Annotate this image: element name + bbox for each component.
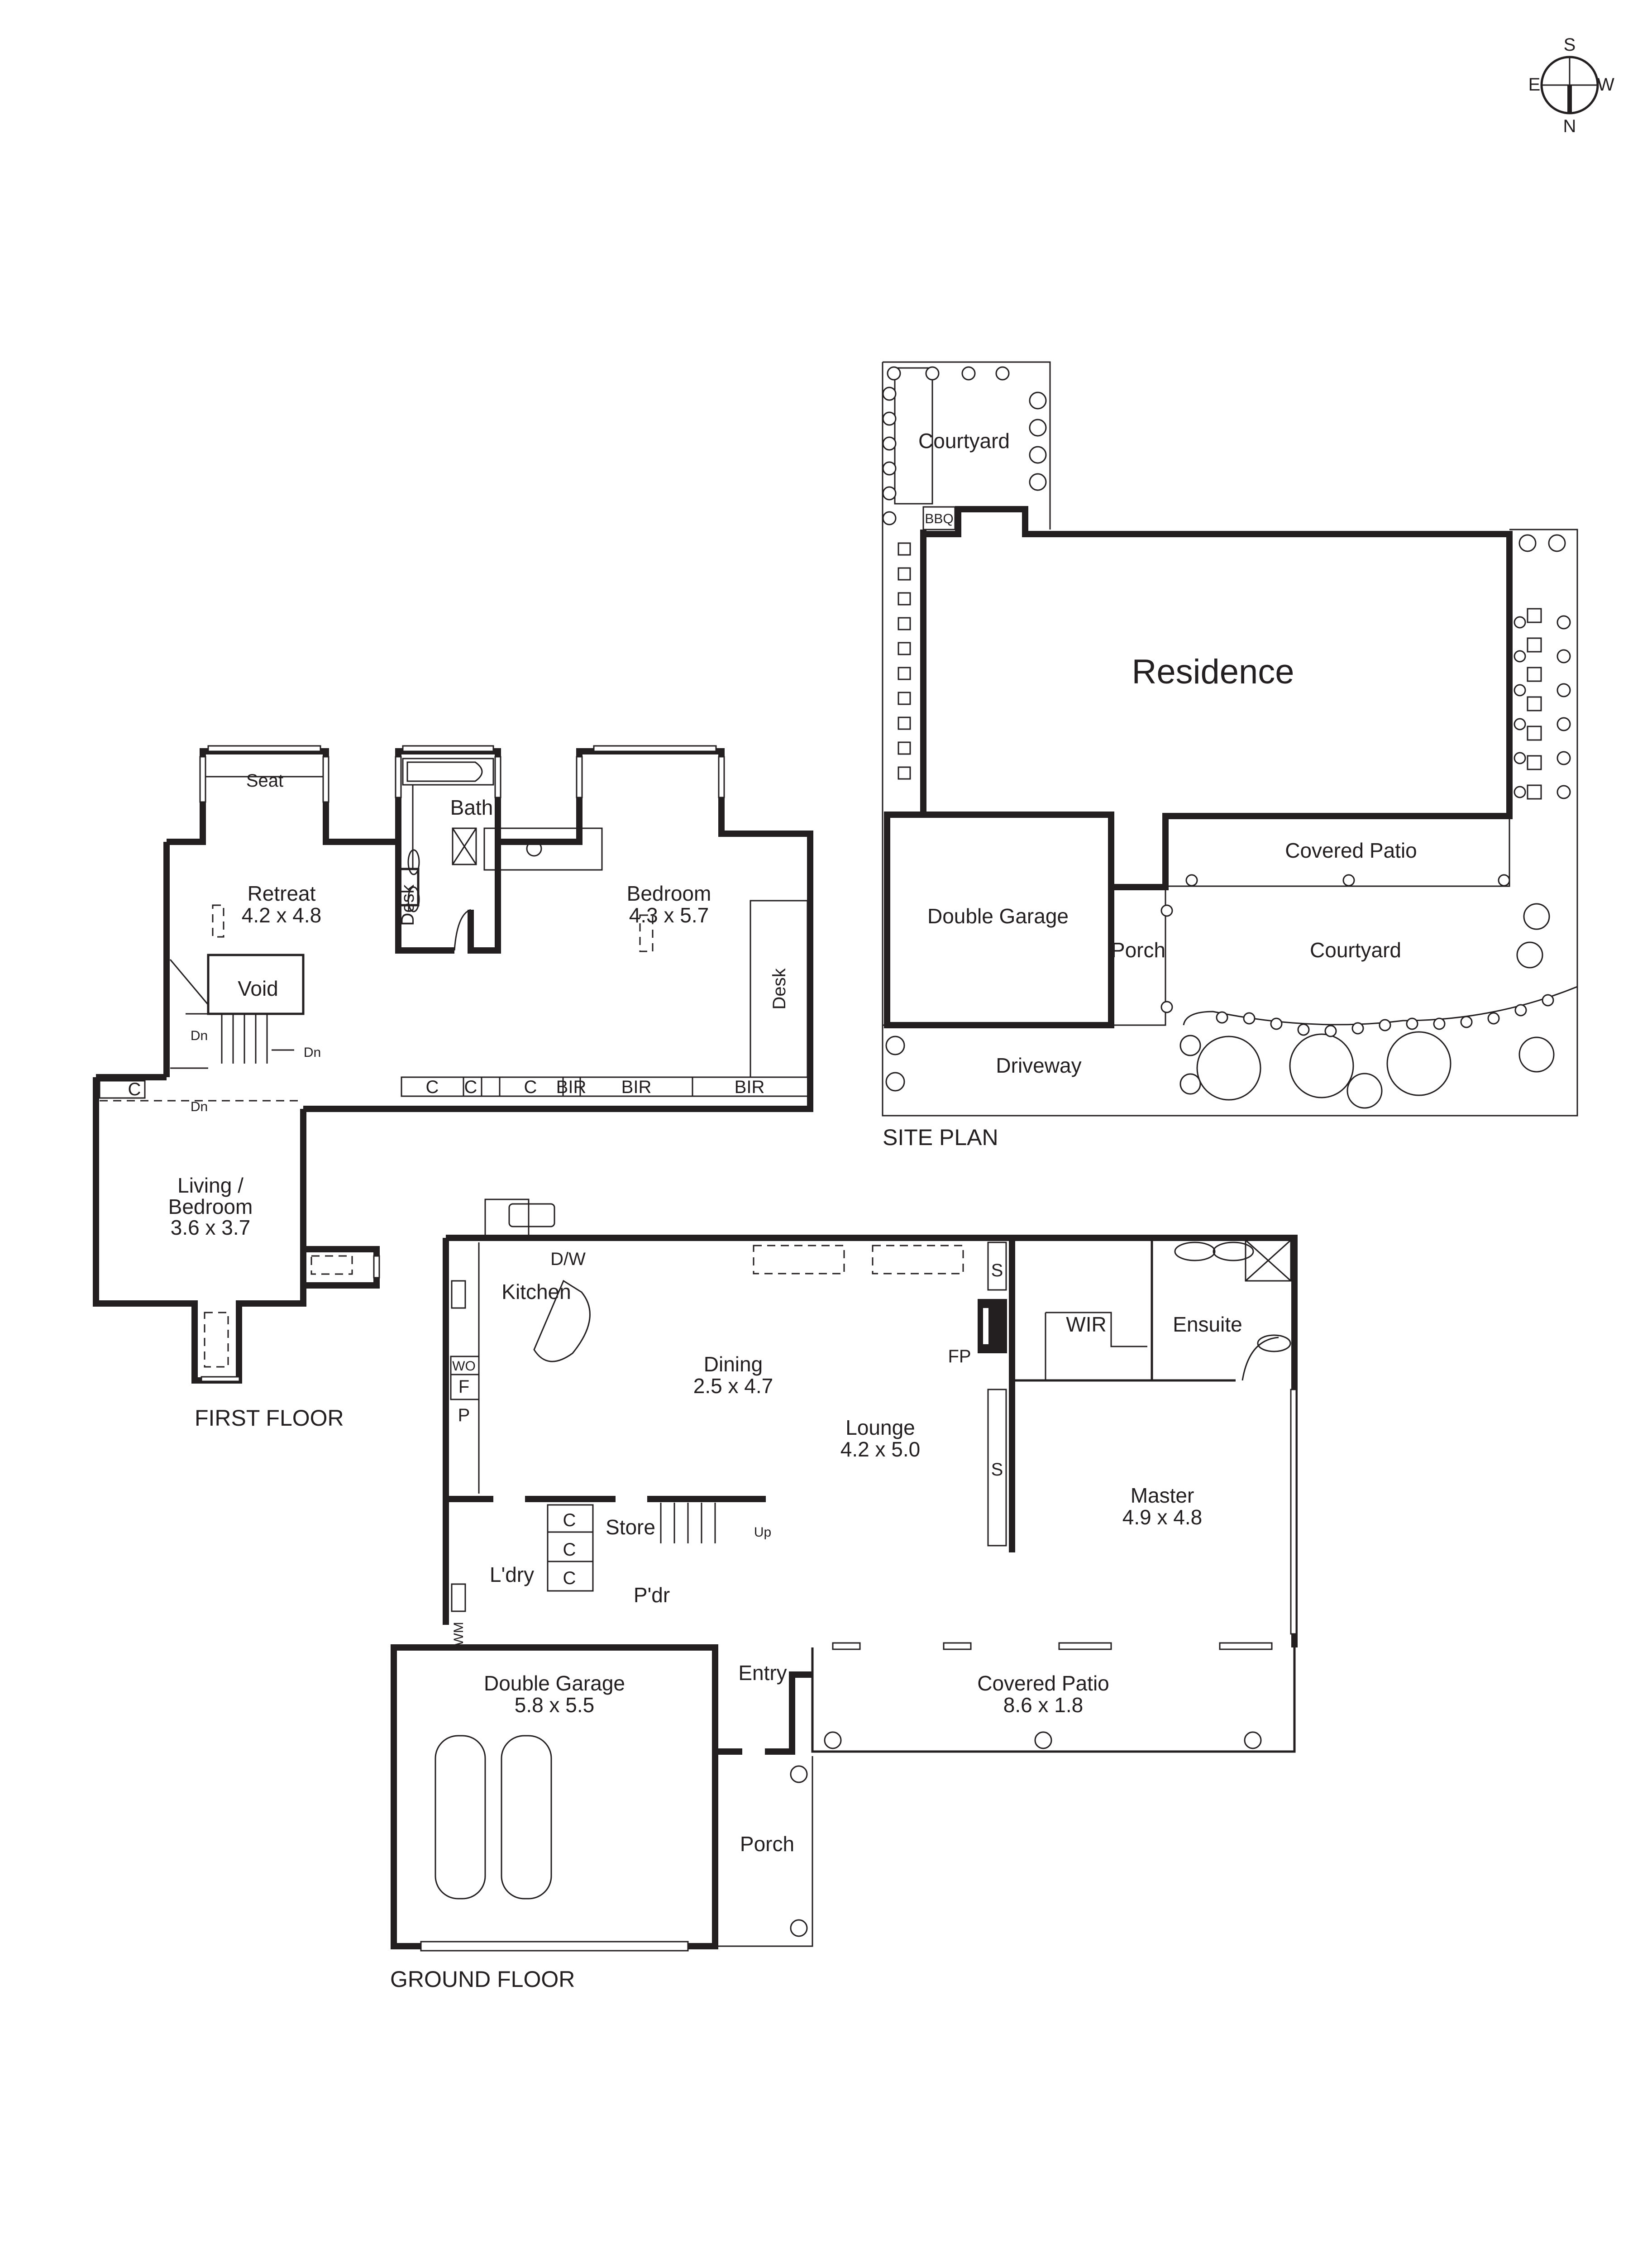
stairs-up: Up bbox=[660, 1503, 771, 1543]
kitchen-island bbox=[533, 1280, 591, 1362]
ground-floor-plan: D/W Kitchen WO F P Dining 2.5 x 4.7 Loun… bbox=[390, 1198, 1298, 1992]
room-label-bath: Bath bbox=[450, 796, 493, 819]
shrubs bbox=[882, 366, 1578, 1109]
toilet-icon bbox=[1257, 1334, 1291, 1352]
plant-icon bbox=[1034, 1731, 1052, 1749]
stairs-up-label: Up bbox=[754, 1525, 771, 1540]
room-label-laundry: L'dry bbox=[490, 1563, 534, 1586]
stairs: Dn Dn Dn bbox=[169, 959, 321, 1114]
section-title-first-floor: FIRST FLOOR bbox=[195, 1405, 344, 1431]
first-floor-plan: Seat Retreat 4.2 x 4.8 Bath Desk Bedroom… bbox=[93, 745, 813, 1431]
room-label-seat: Seat bbox=[246, 771, 283, 791]
room-dims-living-bedroom: 3.6 x 3.7 bbox=[171, 1216, 250, 1239]
room-dims-retreat: 4.2 x 4.8 bbox=[242, 903, 321, 927]
shelf-label: S bbox=[991, 1260, 1003, 1280]
site-label-porch: Porch bbox=[1111, 938, 1165, 962]
room-label-bedroom: Bedroom bbox=[627, 882, 711, 905]
compass-west: W bbox=[1597, 75, 1614, 95]
shelf-label: S bbox=[991, 1460, 1003, 1480]
shower-icon bbox=[483, 827, 603, 871]
site-plan: Courtyard BBQ Residence Covered Patio Do… bbox=[882, 361, 1578, 1150]
room-label-ensuite: Ensuite bbox=[1173, 1313, 1242, 1336]
room-dims-double-garage: 5.8 x 5.5 bbox=[515, 1693, 594, 1717]
svg-text:C: C bbox=[464, 1077, 477, 1097]
svg-text:C: C bbox=[563, 1510, 576, 1530]
room-label-wir: WIR bbox=[1066, 1313, 1106, 1336]
basin-icon bbox=[407, 849, 420, 875]
room-dims-lounge: 4.2 x 5.0 bbox=[840, 1437, 920, 1461]
room-label-living: Living / bbox=[177, 1174, 244, 1197]
stairs-down-label: Dn bbox=[304, 1045, 321, 1060]
sink-icon bbox=[508, 1203, 555, 1227]
room-label-entry: Entry bbox=[738, 1661, 787, 1685]
compass-rose-icon: S E W N bbox=[1528, 35, 1614, 136]
toilet-icon bbox=[526, 840, 542, 857]
pantry-label: P bbox=[458, 1405, 470, 1425]
car-icon bbox=[501, 1735, 552, 1900]
basin-icon bbox=[1213, 1241, 1254, 1261]
room-dims-covered-patio: 8.6 x 1.8 bbox=[1003, 1693, 1083, 1717]
site-label-courtyard-top: Courtyard bbox=[918, 429, 1010, 453]
window bbox=[207, 745, 321, 752]
svg-text:C: C bbox=[426, 1077, 439, 1097]
room-dims-dining: 2.5 x 4.7 bbox=[693, 1374, 773, 1398]
room-label-double-garage: Double Garage bbox=[484, 1671, 625, 1695]
paver-column bbox=[898, 542, 911, 780]
room-label-retreat: Retreat bbox=[248, 882, 316, 905]
paver-column-right bbox=[1527, 608, 1542, 800]
garage-door bbox=[420, 1941, 689, 1952]
site-label-double-garage: Double Garage bbox=[927, 904, 1069, 928]
plant-icon bbox=[790, 1919, 808, 1937]
fireplace-icon bbox=[978, 1299, 1007, 1353]
room-label-master: Master bbox=[1131, 1484, 1194, 1507]
fireplace-label: FP bbox=[948, 1346, 971, 1366]
plant-icon bbox=[1244, 1731, 1262, 1749]
room-label-porch: Porch bbox=[740, 1832, 794, 1856]
bathtub-icon bbox=[402, 758, 494, 786]
room-label-kitchen: Kitchen bbox=[501, 1280, 571, 1303]
stairs-down-label: Dn bbox=[191, 1028, 208, 1043]
compass-south: S bbox=[1564, 35, 1576, 55]
section-title-site-plan: SITE PLAN bbox=[883, 1125, 998, 1150]
window bbox=[593, 745, 717, 752]
plant-icon bbox=[824, 1731, 842, 1749]
desk-label: Desk bbox=[398, 884, 418, 926]
basin-icon bbox=[1174, 1241, 1216, 1261]
svg-text:BIR: BIR bbox=[735, 1077, 765, 1097]
room-label-dining: Dining bbox=[704, 1352, 763, 1376]
stairs-down-label: Dn bbox=[191, 1099, 208, 1114]
svg-text:C: C bbox=[524, 1077, 537, 1097]
fridge-label: F bbox=[458, 1377, 469, 1397]
dishwasher-label: D/W bbox=[550, 1249, 586, 1269]
plant-icon bbox=[790, 1765, 808, 1783]
room-label-lounge: Lounge bbox=[845, 1416, 915, 1439]
wall-oven-label: WO bbox=[452, 1359, 476, 1374]
room-label-void: Void bbox=[238, 977, 278, 1000]
car-icon bbox=[434, 1735, 486, 1900]
shower-icon bbox=[1245, 1239, 1292, 1282]
section-title-ground-floor: GROUND FLOOR bbox=[390, 1967, 575, 1992]
svg-text:C: C bbox=[563, 1568, 576, 1588]
washing-machine-label: WM bbox=[451, 1622, 466, 1646]
site-label-courtyard-garden: Courtyard bbox=[1310, 938, 1401, 962]
svg-text:C: C bbox=[563, 1540, 576, 1560]
site-label-residence: Residence bbox=[1132, 653, 1294, 691]
storage-row: C C C BIR BIR BIR bbox=[401, 1076, 810, 1097]
site-label-bbq: BBQ bbox=[925, 511, 953, 526]
room-label-covered-patio: Covered Patio bbox=[977, 1671, 1109, 1695]
window bbox=[402, 745, 494, 752]
site-label-driveway: Driveway bbox=[996, 1054, 1081, 1077]
cooktop-icon bbox=[451, 1280, 466, 1309]
room-dims-master: 4.9 x 4.8 bbox=[1122, 1505, 1202, 1529]
desk-label: Desk bbox=[769, 968, 789, 1009]
room-label-bedroom-2: Bedroom bbox=[168, 1195, 253, 1218]
compass-north: N bbox=[1563, 116, 1576, 136]
room-label-store: Store bbox=[606, 1515, 655, 1539]
cupboard-label: C bbox=[128, 1079, 141, 1099]
svg-text:BIR: BIR bbox=[621, 1077, 652, 1097]
site-label-covered-patio: Covered Patio bbox=[1285, 839, 1417, 862]
compass-east: E bbox=[1528, 75, 1541, 95]
svg-text:BIR: BIR bbox=[556, 1077, 587, 1097]
room-label-powder: P'dr bbox=[634, 1583, 670, 1607]
